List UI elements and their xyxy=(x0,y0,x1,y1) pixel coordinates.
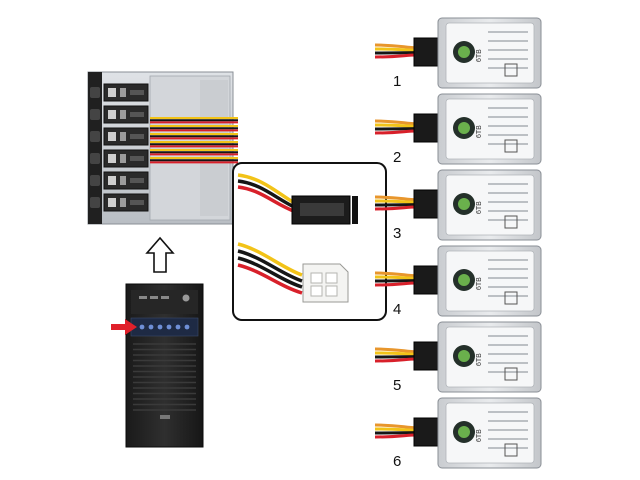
power-wire xyxy=(374,53,418,59)
drive-power-cable xyxy=(374,43,418,59)
tower-led xyxy=(175,324,181,330)
sata-power-plug xyxy=(413,37,439,67)
drive-capacity-label: 6TB xyxy=(476,429,483,442)
power-wire xyxy=(374,43,418,50)
hot-swap-bay-icon xyxy=(87,71,234,225)
power-wire xyxy=(374,47,418,52)
power-wire xyxy=(374,129,418,135)
hard-drive-icon: 6TB xyxy=(374,93,542,165)
sata-power-plug xyxy=(413,417,439,447)
power-wire xyxy=(374,351,418,356)
bay-slot xyxy=(90,171,149,190)
sata-power-plug xyxy=(413,341,439,371)
power-wire xyxy=(374,199,418,204)
power-wire xyxy=(374,347,418,354)
hard-drive-stack: 6TB 1 6TB 2 6TB 3 6TB 4 6TB 5 6TB 6 xyxy=(374,17,542,470)
drive-capacity-label: 6TB xyxy=(476,277,483,290)
hard-drive-icon: 6TB xyxy=(374,321,542,393)
pc-tower-icon xyxy=(125,283,204,448)
arrow-up-icon xyxy=(145,236,175,273)
drive-power-cable xyxy=(374,423,418,439)
drive-number-label: 3 xyxy=(393,225,401,242)
drive-number-label: 4 xyxy=(393,301,401,318)
drive-power-cable xyxy=(374,119,418,135)
drive-number-label: 6 xyxy=(393,453,401,470)
power-wire xyxy=(374,123,418,128)
tower-led xyxy=(157,324,163,330)
bay-slot xyxy=(90,83,149,102)
power-wire xyxy=(374,427,418,432)
power-wire xyxy=(374,423,418,430)
tower-led xyxy=(166,324,172,330)
connector-callout xyxy=(232,162,387,321)
red-arrow-icon xyxy=(111,319,137,335)
hard-drive-icon: 6TB xyxy=(374,169,542,241)
tower-vent-group xyxy=(133,343,196,411)
sata-power-connector-icon xyxy=(237,173,358,225)
tower-led xyxy=(184,324,190,330)
sata-power-plug xyxy=(413,189,439,219)
bay-slot xyxy=(90,127,149,146)
drive-capacity-label: 6TB xyxy=(476,353,483,366)
bay-slot xyxy=(90,149,149,168)
hard-drive-icon: 6TB xyxy=(374,17,542,89)
drive-number-label: 5 xyxy=(393,377,401,394)
sata-power-plug xyxy=(413,113,439,143)
bay-slot xyxy=(90,193,149,212)
tower-led xyxy=(139,324,145,330)
hard-drive-icon: 6TB xyxy=(374,245,542,317)
drive-number-label: 1 xyxy=(393,73,401,90)
power-wire xyxy=(374,357,418,363)
power-wire xyxy=(374,119,418,126)
drive-power-cable xyxy=(374,347,418,363)
enclosure-wire-group xyxy=(150,117,238,164)
molex-connector-icon xyxy=(237,242,349,303)
bay-slot-group xyxy=(90,83,149,212)
drive-capacity-label: 6TB xyxy=(476,49,483,62)
drive-capacity-label: 6TB xyxy=(476,125,483,138)
hard-drive-icon: 6TB xyxy=(374,397,542,469)
power-wire xyxy=(374,275,418,280)
tower-led xyxy=(148,324,154,330)
power-wire xyxy=(374,433,418,439)
tower-led-group xyxy=(139,324,190,330)
bay-slot xyxy=(90,105,149,124)
sata-power-plug xyxy=(413,265,439,295)
drive-capacity-label: 6TB xyxy=(476,201,483,214)
drive-number-label: 2 xyxy=(393,149,401,166)
